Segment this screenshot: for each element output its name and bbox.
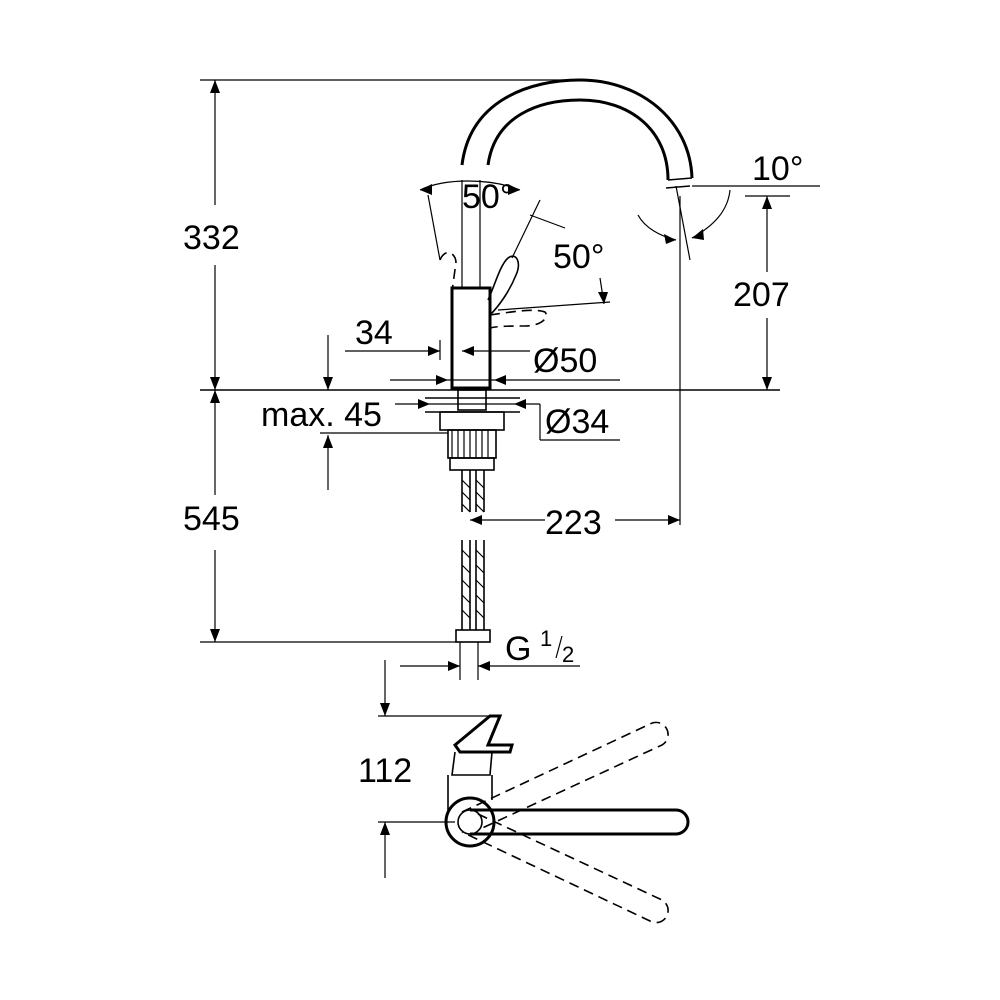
spout-tilt-angle (637, 185, 820, 261)
label-spout-reach: 223 (545, 504, 602, 542)
height-dims (200, 79, 570, 643)
label-hose-length: 545 (183, 500, 240, 538)
faucet-body (439, 180, 547, 390)
plan-view (378, 660, 690, 924)
label-thread-main: G (505, 630, 531, 668)
label-thread-num: 1 (540, 626, 552, 651)
label-spout-tilt: 10° (752, 150, 803, 188)
label-max-deck: max. 45 (261, 396, 382, 434)
label-lever-angle-front: 50° (462, 178, 513, 216)
label-spout-height: 207 (733, 276, 790, 314)
lever-angle-front (419, 180, 566, 261)
spout-height-dim (745, 195, 790, 390)
label-mount-diameter: Ø34 (545, 403, 609, 441)
label-lever-offset: 34 (355, 314, 393, 352)
elevation-view (200, 78, 820, 680)
spout (460, 78, 694, 189)
reach-dim (470, 515, 680, 525)
body-dim (345, 340, 620, 385)
thread-dim (400, 661, 580, 671)
label-total-height: 332 (183, 219, 240, 257)
hose (455, 470, 491, 680)
label-thread: G 1 2 (505, 626, 574, 668)
label-thread-den: 2 (562, 642, 574, 667)
label-plan-depth: 112 (358, 752, 412, 790)
label-lever-angle-side: 50° (553, 238, 604, 276)
mounting-assembly (395, 389, 620, 471)
lever-angle-side (497, 277, 611, 311)
label-body-diameter: Ø50 (533, 342, 597, 380)
